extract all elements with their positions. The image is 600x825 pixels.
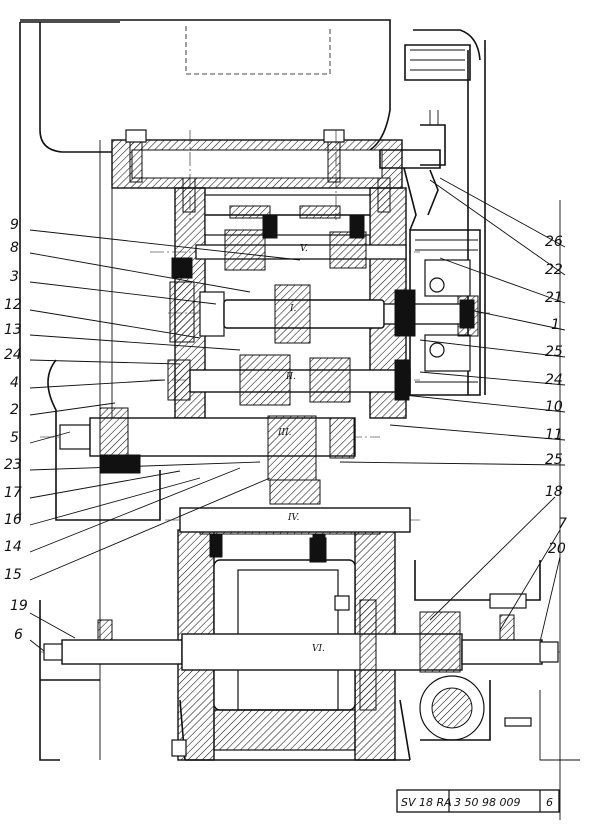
shaft-iii: [47, 359, 356, 481]
shaft-iv: [179, 479, 411, 563]
shaft-v: [171, 229, 407, 279]
leader-lines: [29, 177, 566, 652]
callout-number: 11: [545, 427, 563, 443]
callout-number: 21: [545, 290, 563, 306]
shaft-label: VI.: [312, 644, 325, 654]
callout-number: 24: [545, 372, 563, 388]
callout-number: 20: [548, 541, 566, 557]
title-block-sheet: 6: [546, 796, 553, 809]
callouts-left: 9 8 3 12 13 24 4 2 5 23 17 16 14 15 19 6: [4, 217, 28, 643]
shaft-label: II.: [285, 372, 296, 382]
callouts-right: 26 22 21 1 25 24 10 11 25 18 7 20: [545, 234, 567, 557]
callout-number: 4: [10, 375, 19, 391]
callout-number: 6: [14, 627, 23, 643]
callout-number: 10: [545, 399, 563, 415]
callout-number: 2: [10, 402, 19, 418]
worm-gear: [419, 675, 532, 741]
callout-number: 5: [10, 430, 19, 446]
callout-number: 12: [4, 297, 22, 313]
callout-number: 22: [545, 262, 563, 278]
title-block: SV 18 RA 3 50 98 009 6: [396, 789, 560, 813]
callout-number: 1: [551, 317, 560, 333]
shaft-label: I.: [289, 304, 297, 314]
callout-number: 16: [4, 512, 22, 528]
shaft-label: V.: [300, 244, 308, 254]
shaft-label: III.: [277, 428, 292, 438]
callout-number: 25: [545, 452, 563, 468]
callout-number: 14: [4, 539, 22, 555]
callout-number: 7: [558, 516, 567, 532]
callout-number: 3: [10, 269, 19, 285]
title-block-model: SV 18 RA: [401, 796, 452, 809]
callout-number: 15: [4, 567, 22, 583]
callout-number: 24: [4, 347, 22, 363]
shaft-label: IV.: [287, 513, 300, 523]
shaft-i: [169, 281, 475, 344]
callout-number: 23: [4, 457, 22, 473]
callout-number: 8: [10, 240, 19, 256]
shaft-labels: V. I. II. III. IV. VI.: [277, 244, 325, 654]
shaft-vi: [43, 593, 559, 711]
callout-number: 9: [10, 217, 19, 233]
title-block-drawing-number: 3 50 98 009: [454, 796, 520, 809]
callout-number: 25: [545, 344, 563, 360]
callout-number: 19: [10, 598, 28, 614]
shaft-ii: [167, 354, 411, 406]
callout-number: 17: [4, 485, 22, 501]
callout-number: 26: [545, 234, 563, 250]
callout-number: 18: [545, 484, 563, 500]
callout-number: 13: [4, 322, 22, 338]
